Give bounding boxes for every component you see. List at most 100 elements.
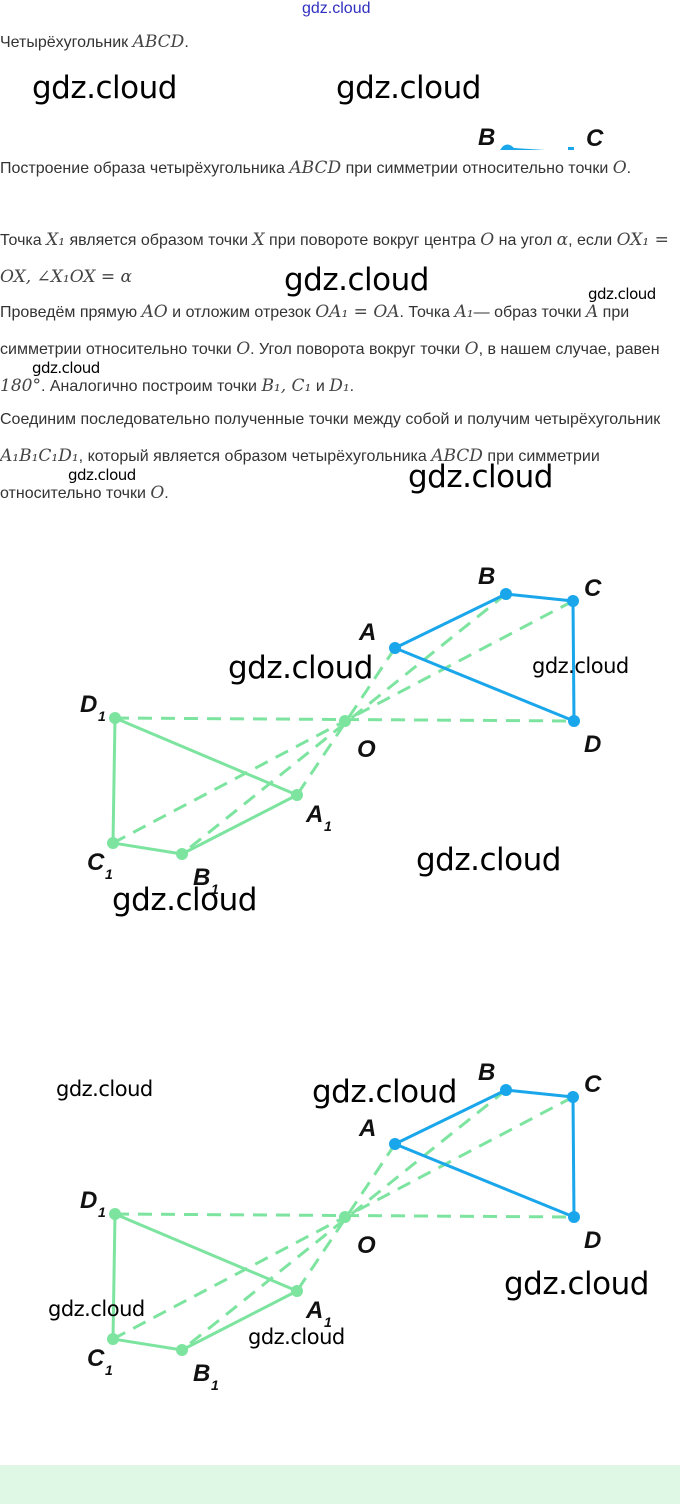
point-B1 [176,848,188,860]
label-D: D [584,731,601,758]
watermark: gdz.cloud [408,459,553,495]
watermark: gdz.cloud [32,359,100,377]
label-D1-subscript: 1 [98,708,106,724]
text-segment: , в нашем случае, равен [478,341,660,358]
text-segment: является образом точки [65,232,253,249]
dashed-line-DD1 [114,716,575,723]
point-B [500,588,512,600]
label-C1-subscript: 1 [105,1362,113,1378]
label-A: A [358,1115,376,1142]
side-BC [505,1088,574,1099]
side-AB [394,592,507,650]
label-B1-subscript: 1 [211,881,219,897]
point-C [567,595,579,607]
label-B: B [478,1059,495,1086]
math-expression: X [252,230,265,250]
point-C1 [107,837,119,849]
text-segment: . [184,34,189,51]
text-segment: . [626,160,632,177]
watermark: gdz.cloud [284,262,429,298]
watermark: gdz.cloud [416,842,561,878]
side-D1A1 [114,716,298,797]
point-C1 [107,1333,119,1345]
watermark: gdz.cloud [56,1077,153,1101]
watermark: gdz.cloud [248,1325,345,1349]
paragraph-conclusion: Соединим последовательно полученные точк… [0,402,670,512]
point-C [567,1091,579,1103]
text-segment: . [164,485,169,502]
label-B: B [478,563,495,590]
label-A1: A [305,1297,323,1324]
side-C1D1 [111,1213,117,1340]
point-D [568,715,580,727]
point-A [389,642,401,654]
paragraph-construction: Построение образа четырёхугольника ABCD … [0,150,670,187]
text-segment: при симметрии относительно точки [0,448,600,502]
text-segment: , если [568,232,617,249]
paragraph-rotation-definition: Точка X₁ является образом точки X при по… [0,222,676,296]
math-expression: B₁, C₁ [261,376,312,396]
watermark: gdz.cloud [312,1074,457,1110]
point-O [339,715,351,727]
text-segment: на угол [494,232,557,249]
label-D1: D [80,1187,97,1214]
label-C1: C [87,849,105,876]
math-expression: O [464,339,479,359]
paragraph-steps: Проведём прямую AO и отложим отрезок OA₁… [0,294,678,405]
math-expression: A₁ [454,302,474,322]
label-C: C [584,575,602,602]
text-segment: , который является образом четырёхугольн… [78,448,432,465]
text-segment: Построение образа четырёхугольника [0,160,290,177]
dashed-line-AA1 [295,1143,397,1292]
label-A1: A [305,801,323,828]
text-segment: при симметрии относительно точки [0,304,630,358]
side-BC [505,592,574,603]
watermark: gdz.cloud [532,654,629,678]
point-B [500,1084,512,1096]
point-D1 [109,712,121,724]
side-CD [571,1096,576,1218]
text-segment: и отложим отрезок [167,304,316,321]
text-segment: . [349,378,355,395]
math-expression: OX₁ = OX, ∠X₁OX = α [0,230,669,287]
math-expression: α [556,230,569,250]
side-D1A1 [114,1212,298,1293]
text-segment: Четырёхугольник [0,34,133,51]
label-B1: B [193,1360,210,1387]
point-A1 [291,1285,303,1297]
label-A1-subscript: 1 [324,1314,332,1330]
math-expression: O [480,230,495,250]
watermark: gdz.cloud [48,1297,145,1321]
label-A: A [358,619,376,646]
watermark: gdz.cloud [336,70,481,106]
point-D [568,1211,580,1223]
label-C1-subscript: 1 [105,866,113,882]
math-expression: X₁ [46,230,66,250]
label-C: C [586,125,604,152]
point-C-fragment [568,147,574,150]
math-expression: ABCD [132,32,185,52]
watermark-link[interactable]: gdz.cloud [302,0,371,17]
label-D1: D [80,691,97,718]
math-expression: O [612,158,627,178]
math-expression: ABCD [431,446,483,466]
math-expression: D₁ [329,376,350,396]
watermark: gdz.cloud [588,285,656,303]
label-B1-subscript: 1 [211,1377,219,1393]
math-expression: OA₁ = OA [315,302,400,322]
text-segment: — образ точки [473,304,586,321]
watermark: gdz.cloud [32,70,177,106]
text-segment: . Угол поворота вокруг точки [250,341,465,358]
label-D1-subscript: 1 [98,1204,106,1220]
side-DA [394,1142,575,1219]
point-A [389,1138,401,1150]
label-A1-subscript: 1 [324,818,332,834]
text-segment: . Точка [399,304,455,321]
watermark: gdz.cloud [228,650,373,686]
watermark: gdz.cloud [112,882,257,918]
side-DA [394,646,575,723]
point-O [339,1211,351,1223]
text-segment: Проведём прямую [0,304,142,321]
side-AB [394,1088,507,1146]
